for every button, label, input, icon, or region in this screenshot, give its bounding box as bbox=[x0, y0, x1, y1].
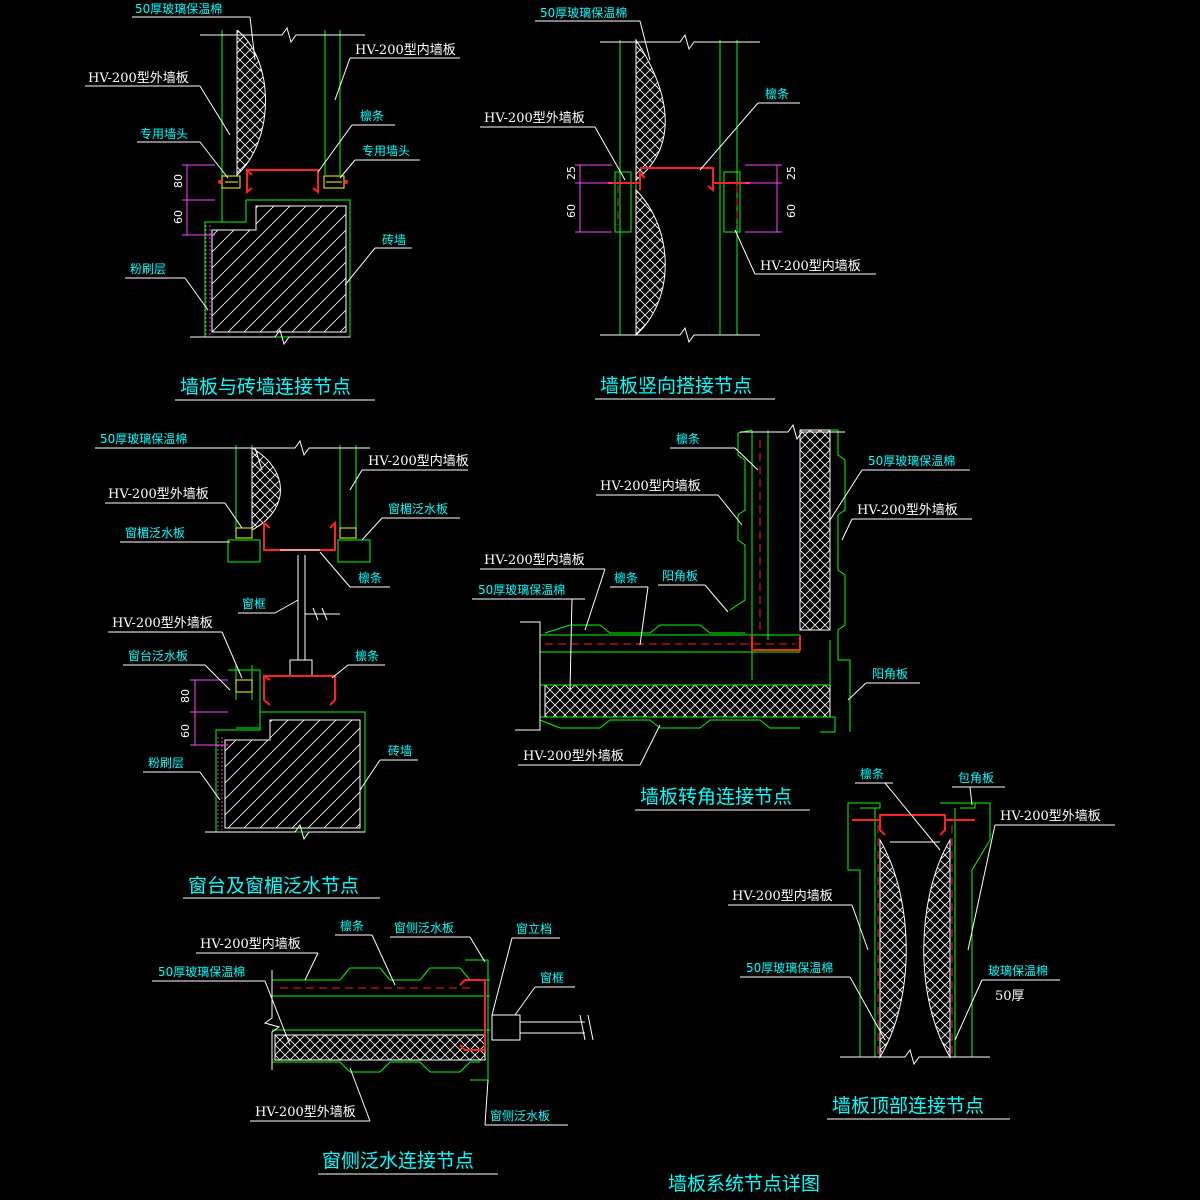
detail-brick-wall-connection: 80 60 50厚玻璃保温棉 HV-200型内墙板 HV-200型外墙板 专用墙… bbox=[85, 2, 460, 401]
corner-label-inner-panel-top: HV-200型内墙板 bbox=[600, 478, 701, 494]
vertical-dim-25-left: 25 bbox=[565, 166, 578, 180]
jamb-label-jamb-flashing-top: 窗侧泛水板 bbox=[394, 921, 454, 935]
detail-corner-connection: 檩条 50厚玻璃保温棉 HV-200型内墙板 HV-200型外墙板 HV-200… bbox=[472, 423, 972, 811]
brick-label-inner-panel: HV-200型内墙板 bbox=[355, 42, 456, 58]
jamb-label-jamb-flashing-bottom: 窗侧泛水板 bbox=[490, 1109, 550, 1123]
jamb-label-purlin: 檩条 bbox=[340, 918, 364, 933]
detail-window-sill-head: 80 60 50厚玻璃保温棉 HV-200型内墙板 HV-200型外墙板 窗楣泛… bbox=[95, 432, 469, 899]
sill-label-sill-flashing: 窗台泛水板 bbox=[128, 648, 188, 663]
vertical-dim-60-right: 60 bbox=[785, 204, 798, 218]
top-label-outer-panel: HV-200型外墙板 bbox=[1000, 809, 1101, 824]
sill-title: 窗台及窗楣泛水节点 bbox=[188, 875, 359, 897]
sill-label-head-flashing-right: 窗楣泛水板 bbox=[388, 502, 448, 516]
vertical-label-inner-panel: HV-200型内墙板 bbox=[760, 258, 861, 274]
brick-label-brick-wall: 砖墙 bbox=[382, 232, 406, 247]
jamb-title: 窗侧泛水连接节点 bbox=[322, 1150, 474, 1172]
sill-label-insulation: 50厚玻璃保温棉 bbox=[100, 432, 187, 446]
jamb-label-insulation: 50厚玻璃保温棉 bbox=[158, 965, 245, 979]
sill-label-outer-panel-bottom: HV-200型外墙板 bbox=[112, 616, 213, 631]
sill-label-plaster: 粉刷层 bbox=[148, 756, 184, 770]
vertical-label-purlin: 檩条 bbox=[765, 86, 789, 101]
detail-top-connection: 檩条 包角板 HV-200型外墙板 HV-200型内墙板 50厚玻璃保温棉 玻璃… bbox=[728, 766, 1115, 1120]
sill-label-window-frame: 窗框 bbox=[242, 597, 266, 611]
detail-vertical-lap: 25 60 25 60 50厚玻璃保温棉 檩条 HV-200型外墙板 HV-20… bbox=[480, 6, 876, 400]
jamb-label-window-mullion: 窗立档 bbox=[516, 921, 552, 936]
top-title: 墙板顶部连接节点 bbox=[832, 1095, 984, 1117]
corner-label-outer-panel-right: HV-200型外墙板 bbox=[857, 503, 958, 518]
sill-label-inner-panel: HV-200型内墙板 bbox=[368, 453, 469, 469]
sill-dim-80: 80 bbox=[179, 689, 192, 703]
jamb-label-inner-panel: HV-200型内墙板 bbox=[200, 936, 301, 952]
top-label-insulation-right: 玻璃保温棉 bbox=[988, 964, 1048, 978]
sill-label-purlin-bottom: 檩条 bbox=[355, 648, 379, 663]
top-label-insulation-left: 50厚玻璃保温棉 bbox=[746, 961, 833, 975]
top-label-insulation-right-2: 50厚 bbox=[995, 989, 1025, 1004]
brick-label-end-cap-left: 专用墙头 bbox=[140, 126, 188, 141]
detail-jamb-flashing: 檩条 窗侧泛水板 窗立档 HV-200型内墙板 50厚玻璃保温棉 窗框 HV-2… bbox=[152, 918, 594, 1175]
sill-dim-60: 60 bbox=[179, 724, 192, 738]
corner-label-insulation-right: 50厚玻璃保温棉 bbox=[868, 454, 955, 468]
brick-label-plaster: 粉刷层 bbox=[130, 262, 166, 276]
vertical-label-outer-panel: HV-200型外墙板 bbox=[484, 111, 585, 126]
sill-label-purlin-top: 檩条 bbox=[358, 570, 382, 585]
brick-label-outer-panel: HV-200型外墙板 bbox=[88, 71, 189, 86]
sill-label-outer-panel-top: HV-200型外墙板 bbox=[108, 487, 209, 502]
brick-label-insulation: 50厚玻璃保温棉 bbox=[135, 2, 222, 16]
corner-label-outer-panel-bottom: HV-200型外墙板 bbox=[523, 749, 624, 764]
corner-label-purlin-top: 檩条 bbox=[676, 431, 700, 446]
brick-label-end-cap-right: 专用墙头 bbox=[362, 143, 410, 158]
sill-label-brick-wall: 砖墙 bbox=[388, 743, 412, 758]
brick-dim-80: 80 bbox=[172, 174, 185, 188]
top-label-corner-cap: 包角板 bbox=[958, 771, 994, 785]
corner-label-inner-corner: 阳角板 bbox=[662, 569, 698, 583]
vertical-label-insulation: 50厚玻璃保温棉 bbox=[540, 6, 627, 20]
brick-label-purlin: 檩条 bbox=[360, 108, 384, 123]
corner-label-inner-panel-left: HV-200型内墙板 bbox=[484, 552, 585, 568]
jamb-label-window-frame: 窗框 bbox=[540, 971, 564, 985]
top-label-purlin: 檩条 bbox=[860, 766, 884, 781]
corner-label-outer-corner: 阳角板 bbox=[872, 667, 908, 681]
brick-dim-60: 60 bbox=[172, 210, 185, 224]
vertical-dim-25-right: 25 bbox=[785, 166, 798, 180]
sill-label-head-flashing-left: 窗楣泛水板 bbox=[125, 526, 185, 540]
brick-title: 墙板与砖墙连接节点 bbox=[180, 376, 351, 398]
corner-label-purlin-mid: 檩条 bbox=[614, 570, 638, 585]
top-label-inner-panel: HV-200型内墙板 bbox=[732, 888, 833, 904]
corner-title: 墙板转角连接节点 bbox=[640, 786, 792, 808]
drawing-title: 墙板系统节点详图 bbox=[668, 1173, 820, 1195]
jamb-label-outer-panel: HV-200型外墙板 bbox=[255, 1105, 356, 1120]
vertical-title: 墙板竖向搭接节点 bbox=[600, 375, 752, 397]
vertical-dim-60-left: 60 bbox=[565, 204, 578, 218]
corner-label-insulation-left: 50厚玻璃保温棉 bbox=[478, 583, 565, 597]
